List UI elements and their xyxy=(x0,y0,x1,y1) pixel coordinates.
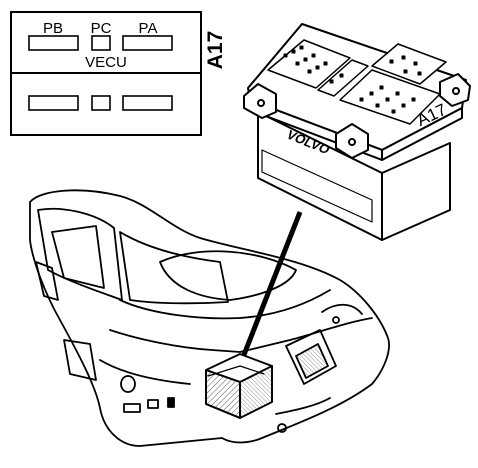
left-window-frame xyxy=(51,225,105,289)
right-display xyxy=(285,329,337,385)
switch-left xyxy=(123,403,141,413)
mount-ear-center xyxy=(335,123,369,159)
label-pb: PB xyxy=(43,20,63,37)
slot-pb-upper xyxy=(28,35,79,51)
connector-pc xyxy=(317,59,369,97)
front-recess xyxy=(261,149,373,223)
right-lower-edge xyxy=(275,397,331,415)
right-dash-curve xyxy=(321,303,363,315)
unit-plate-edge-right xyxy=(381,107,463,161)
connector-schematic xyxy=(10,11,202,136)
dash-lower-edge xyxy=(99,359,191,385)
slot-left-lower xyxy=(28,95,79,111)
slot-right-lower xyxy=(122,95,173,111)
vecu-unit xyxy=(243,23,471,241)
left-a-pillar xyxy=(37,207,123,301)
dash-outline xyxy=(29,189,390,447)
mount-ear-right xyxy=(439,73,471,107)
vecu-location-shade-side xyxy=(239,365,273,419)
connector-pa xyxy=(339,69,441,125)
truck-cab-interior xyxy=(29,189,390,447)
left-vent-upper xyxy=(35,261,59,301)
label-pa: PA xyxy=(139,20,158,37)
slot-pa-upper xyxy=(122,35,173,51)
dash-top-edge xyxy=(119,289,331,320)
right-lower-knob xyxy=(277,423,287,433)
right-indicator xyxy=(332,316,340,324)
mount-hole-center xyxy=(348,138,356,146)
switch-right xyxy=(167,397,175,408)
unit-side-face xyxy=(381,142,451,241)
mount-hole-left xyxy=(257,99,265,107)
slot-pc-upper xyxy=(91,35,111,51)
right-display-screen xyxy=(295,343,329,379)
instrument-hood xyxy=(159,250,297,301)
vecu-location-bracket xyxy=(207,365,265,377)
label-vecu: VECU xyxy=(85,54,127,71)
control-knob xyxy=(120,375,136,393)
component-id-label: A17 xyxy=(204,31,227,70)
left-vent-lower xyxy=(63,339,97,381)
dash-mid-edge xyxy=(109,317,373,353)
slot-middle-lower xyxy=(91,95,111,111)
switch-mid xyxy=(147,399,159,409)
connector-aux xyxy=(371,43,447,85)
mount-hole-right xyxy=(452,87,460,95)
label-pc: PC xyxy=(91,20,112,37)
left-upper-panel xyxy=(119,231,229,305)
